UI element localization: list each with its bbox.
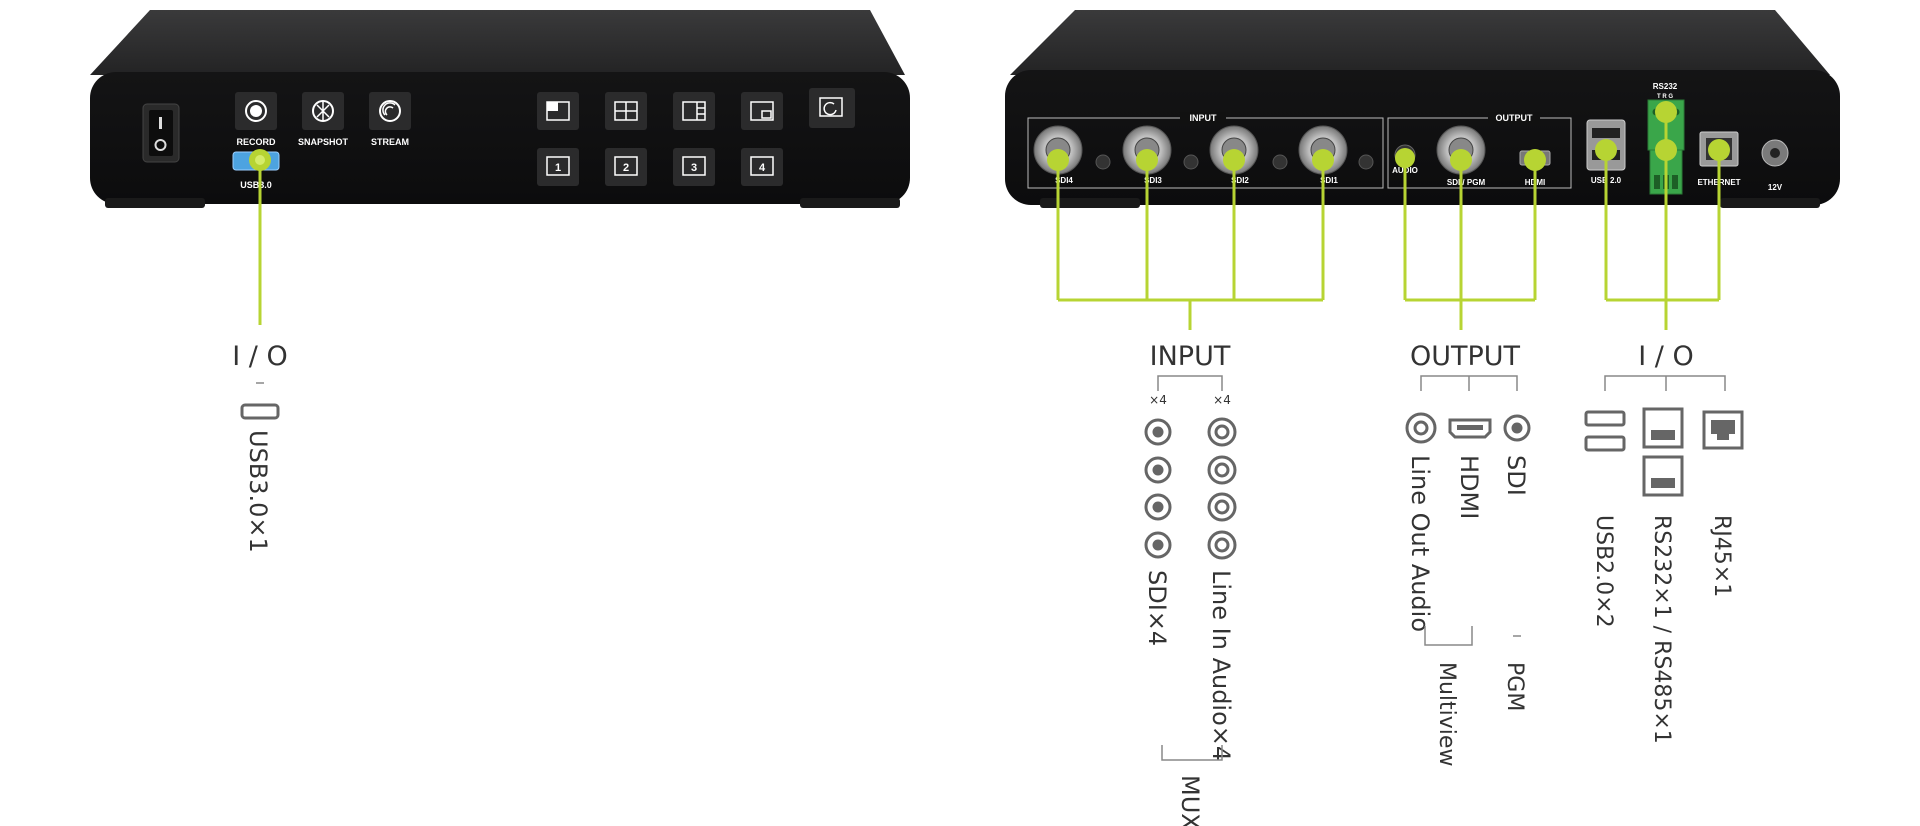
legend-output: OUTPUT Line Out Audio HDMI SDI Multiview…	[1405, 341, 1531, 766]
front-device-top	[90, 10, 905, 75]
output-port-group: OUTPUT	[1387, 112, 1572, 189]
legend-input: INPUT ×4 ×4 SDI×4 Line In Audio×4 MUX	[1143, 341, 1237, 826]
output-hdmi-label: HDMI	[1455, 455, 1483, 519]
input-port-group: INPUT	[1027, 112, 1384, 189]
sdi2-port-label: SDI2	[1231, 176, 1249, 185]
output-multiview-label: Multiview	[1434, 662, 1459, 766]
callout-dots	[249, 101, 1730, 171]
snapshot-label: SNAPSHOT	[298, 137, 349, 147]
rear-io-heading: I / O	[1638, 341, 1693, 372]
layout-buttons	[537, 88, 855, 130]
line-out-icon	[1405, 412, 1437, 444]
usb2-icon	[1584, 410, 1626, 452]
legend-front-io: I / O USB3.0×1	[232, 341, 287, 553]
sdi3-port-label: SDI3	[1144, 176, 1162, 185]
input-mux-label: MUX	[1176, 775, 1204, 826]
sdi-out-icon	[1503, 414, 1531, 442]
rear-device-face	[1005, 70, 1840, 205]
output-line-out-label: Line Out Audio	[1406, 455, 1434, 632]
stream-button: STREAM	[369, 92, 411, 147]
button-2-label: 2	[623, 162, 629, 174]
rear-device: INPUT OUTPUT SDI4 SDI3 SDI2 SDI1	[1005, 10, 1840, 208]
power-jack-label: 12V	[1768, 183, 1783, 192]
record-label: RECORD	[236, 137, 276, 147]
rs232-icon	[1642, 407, 1684, 497]
button-1-label: 1	[555, 162, 561, 174]
output-pgm-label: PGM	[1502, 662, 1527, 711]
numbered-buttons: 1 2 3 4	[537, 148, 783, 186]
output-sdi-label: SDI	[1502, 455, 1530, 496]
rs232-pins-label: T R G	[1657, 94, 1673, 100]
stream-icon	[379, 100, 401, 122]
sdi-connector-icons	[1144, 418, 1172, 559]
sdi-pgm-port-label: SDI / PGM	[1447, 178, 1486, 187]
usb3-port-label: USB3.0	[240, 180, 272, 190]
rear-rs232-label: RS232×1 / RS485×1	[1649, 515, 1674, 744]
stream-label: STREAM	[371, 137, 409, 147]
front-usb3-label: USB3.0×1	[244, 430, 272, 553]
rj45-icon	[1702, 410, 1744, 450]
input-line-in-label: Line In Audio×4	[1207, 570, 1235, 761]
snapshot-button: SNAPSHOT	[298, 92, 349, 147]
sdi4-port-label: SDI4	[1055, 176, 1073, 185]
input-heading: INPUT	[1150, 341, 1231, 372]
input-audio-count: ×4	[1213, 393, 1231, 407]
input-group-label: INPUT	[1190, 113, 1218, 123]
front-io-heading: I / O	[232, 341, 287, 372]
rear-device-top	[1010, 10, 1830, 75]
front-device-face	[90, 72, 910, 204]
legend-rear-io: I / O USB2.0×2 RS232×1 / RS485×1 RJ45×1	[1584, 341, 1744, 744]
rs232-label: RS232	[1653, 82, 1678, 91]
rear-rj45-label: RJ45×1	[1709, 515, 1734, 597]
button-3-label: 3	[691, 162, 697, 174]
hdmi-icon	[1448, 418, 1492, 439]
button-4-label: 4	[759, 162, 766, 174]
power-switch	[142, 103, 180, 163]
output-group-label: OUTPUT	[1496, 113, 1534, 123]
audio-connector-icons	[1207, 417, 1237, 560]
power-jack: 12V	[1761, 139, 1789, 192]
input-sdi-count: ×4	[1149, 393, 1167, 407]
output-heading: OUTPUT	[1410, 341, 1521, 372]
sdi1-port-label: SDI1	[1320, 176, 1338, 185]
record-button: RECORD	[235, 92, 277, 147]
callout-lines	[258, 105, 1721, 330]
input-sdi-label: SDI×4	[1143, 570, 1171, 646]
rear-usb2-label: USB2.0×2	[1591, 515, 1616, 628]
front-device: RECORD SNAPSHOT STREAM USB3.0	[90, 10, 910, 208]
usb-icon	[240, 403, 280, 420]
